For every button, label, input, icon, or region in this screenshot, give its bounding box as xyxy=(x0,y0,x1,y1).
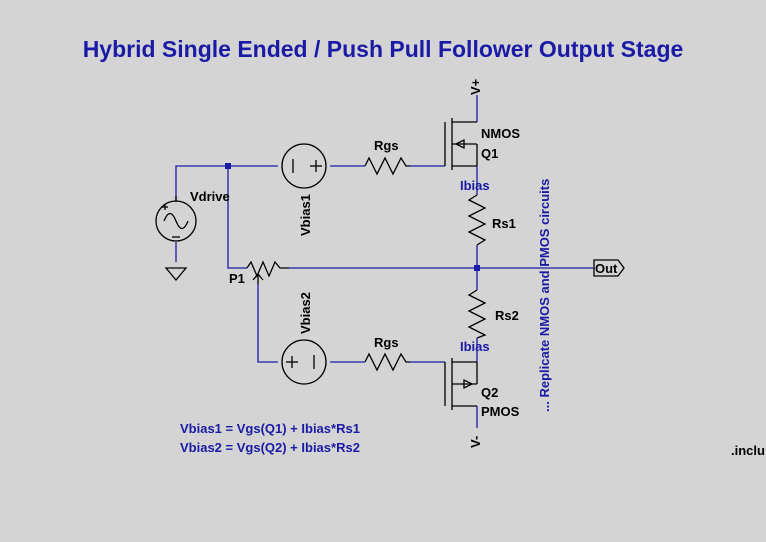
equation-line-2: Vbias2 = Vgs(Q2) + Ibias*Rs2 xyxy=(180,440,360,455)
ibias-bottom-label: Ibias xyxy=(460,339,490,354)
q2-pmos-symbol xyxy=(444,358,478,410)
rgs-bottom-label: Rgs xyxy=(374,335,399,350)
junction-dot xyxy=(225,163,231,169)
vdrive-label: Vdrive xyxy=(190,189,230,204)
vdrive-source-symbol xyxy=(155,196,197,242)
vbias2-source-symbol xyxy=(281,339,327,385)
q2-type-label: PMOS xyxy=(481,404,520,419)
rs2-resistor xyxy=(467,289,487,339)
diagram-title: Hybrid Single Ended / Push Pull Follower… xyxy=(82,36,684,62)
vminus-label: V- xyxy=(468,435,483,448)
vbias2-label: Vbias2 xyxy=(298,292,313,334)
rs1-resistor xyxy=(467,194,487,246)
rgs-top-resistor xyxy=(364,156,410,176)
out-label: Out xyxy=(595,261,618,276)
q1-nmos-symbol xyxy=(444,118,478,170)
q2-label: Q2 xyxy=(481,385,499,400)
vplus-label: V+ xyxy=(468,78,483,95)
p1-label: P1 xyxy=(229,271,245,286)
q1-label: Q1 xyxy=(481,146,499,161)
ground-symbol xyxy=(164,267,188,282)
replicate-note: ... Replicate NMOS and PMOS circuits xyxy=(537,178,552,412)
rs2-label: Rs2 xyxy=(495,308,519,323)
rgs-bottom-resistor xyxy=(364,352,410,372)
ibias-top-label: Ibias xyxy=(460,178,490,193)
equation-line-1: Vbias1 = Vgs(Q1) + Ibias*Rs1 xyxy=(180,421,360,436)
junction-dot xyxy=(474,265,480,271)
p1-potentiometer-symbol xyxy=(246,260,289,284)
q1-type-label: NMOS xyxy=(481,126,520,141)
vbias1-label: Vbias1 xyxy=(298,194,313,236)
wires xyxy=(175,95,594,428)
out-port-flag xyxy=(593,259,625,277)
rgs-top-label: Rgs xyxy=(374,138,399,153)
rs1-label: Rs1 xyxy=(492,216,516,231)
include-directive: .inclu xyxy=(731,443,765,458)
vbias1-source-symbol xyxy=(281,143,327,189)
